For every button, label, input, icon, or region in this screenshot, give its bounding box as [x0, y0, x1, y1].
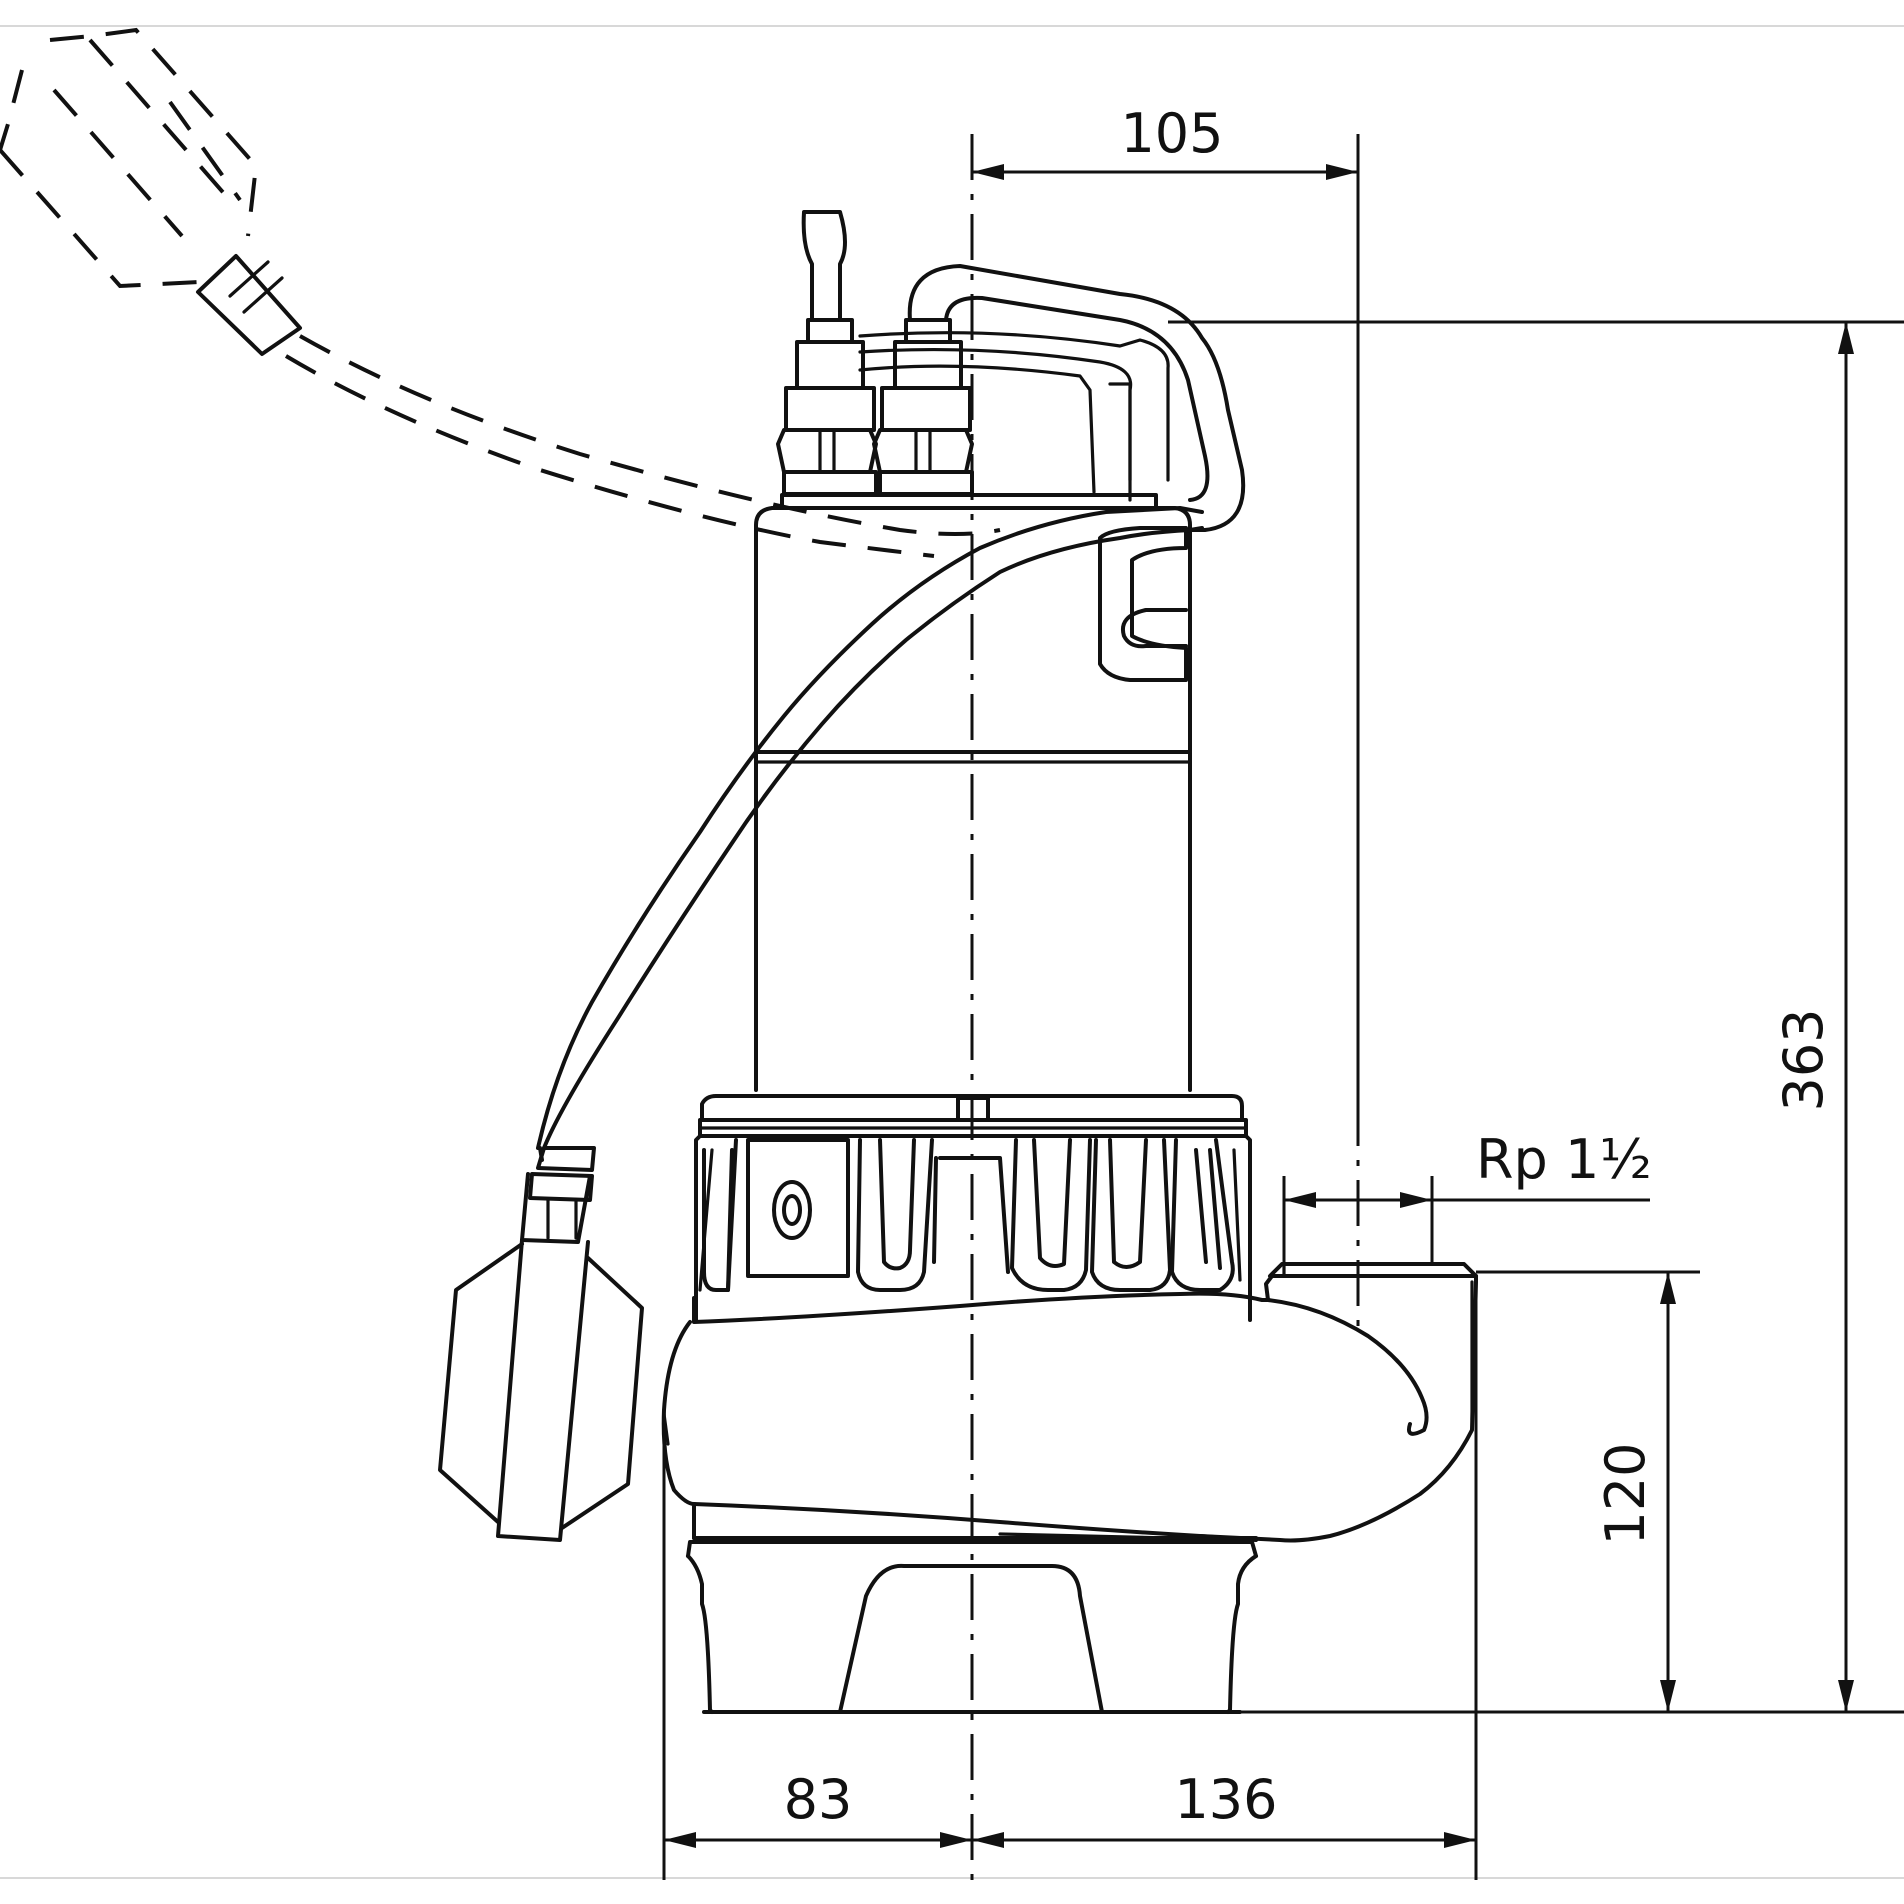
carrying-handle — [907, 264, 1246, 532]
screw — [772, 1180, 812, 1240]
pump-body — [0, 27, 1478, 1714]
cable-gland-right — [872, 318, 974, 496]
dim-label-top-width: 105 — [1120, 102, 1223, 165]
top-wire-1 — [858, 331, 1170, 482]
top-wire-3 — [858, 364, 1096, 494]
pump-base — [686, 1540, 1258, 1714]
float-switch — [438, 1146, 644, 1542]
dimension-83: 83 — [662, 1444, 972, 1880]
top-wire-2 — [858, 347, 1133, 482]
pump-volute — [661, 1262, 1478, 1543]
float-switch-raised-position — [0, 27, 1001, 558]
dimension-120: 120 — [1474, 1270, 1700, 1880]
cooling-fins — [698, 1138, 1242, 1292]
float-cable — [536, 506, 1204, 1150]
cable-gland-left — [776, 210, 878, 496]
dim-label-left-base: 83 — [784, 1768, 853, 1831]
dim-label-overall-height: 363 — [1772, 1008, 1835, 1111]
dimension-363: 363 — [1168, 320, 1904, 1714]
dimension-rp: Rp 1½ — [1282, 1128, 1652, 1266]
dimension-136: 136 — [972, 1768, 1476, 1848]
dim-label-right-base: 136 — [1174, 1768, 1277, 1831]
dim-label-outlet-height: 120 — [1594, 1442, 1657, 1545]
dim-label-outlet-size: Rp 1½ — [1476, 1128, 1652, 1191]
cable-clip — [1098, 526, 1188, 682]
dimension-105: 105 — [972, 102, 1360, 1100]
